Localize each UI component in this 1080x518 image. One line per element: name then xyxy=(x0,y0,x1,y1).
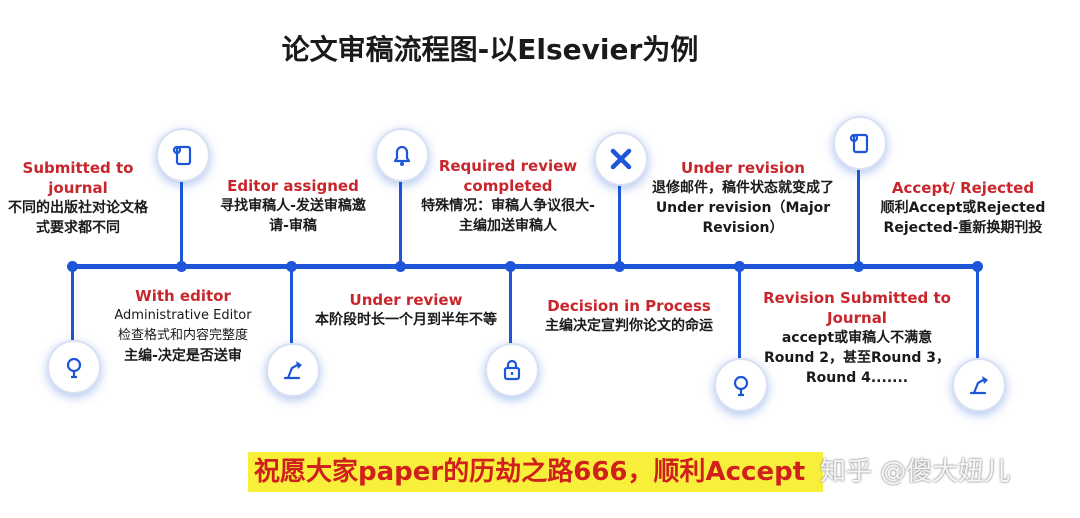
step-heading: Editor assigned xyxy=(227,177,359,195)
step-under-review: Under review 本阶段时长一个月到半年不等 xyxy=(312,290,500,330)
blessing-banner: 祝愿大家paper的历劫之路666，顺利Accept xyxy=(248,452,824,492)
step-description: 主编决定宣判你论文的命运 xyxy=(545,318,713,334)
step-icon-circle xyxy=(375,128,429,182)
timeline-stem xyxy=(738,268,741,358)
step-review-completed: Required review completed 特殊情况：审稿人争议很大-主… xyxy=(418,156,598,236)
step-heading: Submitted to journal xyxy=(22,159,134,197)
watermark: 知乎 @傻大妞儿 xyxy=(820,457,1011,487)
timeline-dot xyxy=(286,261,297,272)
timeline-stem xyxy=(290,268,293,343)
timeline-dot xyxy=(176,261,187,272)
timeline-dot xyxy=(505,261,516,272)
step-with-editor: With editor Administrative Editor 检查格式和内… xyxy=(108,286,258,366)
timeline-dot xyxy=(734,261,745,272)
step-heading: Under revision xyxy=(681,159,805,177)
step-icon-circle xyxy=(156,128,210,182)
lock-icon xyxy=(503,359,521,381)
step-icon-circle xyxy=(714,358,768,412)
desk-lamp-icon xyxy=(969,376,988,395)
lightbulb-icon xyxy=(733,375,749,397)
timeline-stem xyxy=(399,178,402,264)
step-heading: Revision Submitted to Journal xyxy=(763,289,951,327)
step-heading: With editor xyxy=(135,287,231,305)
step-accept-rejected: Accept/ Rejected 顺利Accept或Rejected Rejec… xyxy=(880,178,1046,238)
step-icon-circle xyxy=(47,340,101,394)
timeline-stem xyxy=(180,178,183,264)
step-heading: Under review xyxy=(349,291,463,309)
step-description: 检查格式和内容完整度 xyxy=(117,328,248,343)
step-decision-in-process: Decision in Process 主编决定宣判你论文的命运 xyxy=(528,296,730,336)
paper-roll-icon xyxy=(849,133,869,154)
timeline-stem xyxy=(976,268,979,358)
step-description: 顺利Accept或Rejected Rejected-重新换期刊投 xyxy=(880,200,1046,236)
step-heading: Required review completed xyxy=(438,157,578,195)
step-icon-circle xyxy=(594,132,648,186)
page-title: 论文审稿流程图-以Elsevier为例 xyxy=(281,33,699,66)
timeline-stem xyxy=(509,268,512,343)
step-description: Administrative Editor xyxy=(114,308,252,323)
step-description: accept或审稿人不满意Round 2，甚至Round 3，Round 4..… xyxy=(764,330,950,386)
lightbulb-icon xyxy=(66,357,82,379)
step-description: 退修邮件，稿件状态就变成了Under revision（Major Revisi… xyxy=(652,180,834,236)
step-editor-assigned: Editor assigned 寻找审稿人-发送审稿邀请-审稿 xyxy=(220,176,366,236)
step-revision-submitted: Revision Submitted to Journal accept或审稿人… xyxy=(758,288,956,388)
paper-roll-icon xyxy=(172,145,192,166)
bell-icon xyxy=(393,145,411,166)
step-heading: Decision in Process xyxy=(547,297,711,315)
step-heading: Accept/ Rejected xyxy=(891,179,1035,197)
step-description: 本阶段时长一个月到半年不等 xyxy=(315,312,497,328)
tools-cross-icon xyxy=(610,148,632,170)
step-description: 不同的出版社对论文格式要求都不同 xyxy=(8,200,148,236)
timeline-dot xyxy=(853,261,864,272)
timeline-stem xyxy=(618,182,621,264)
timeline-dot xyxy=(395,261,406,272)
timeline-stem xyxy=(857,166,860,264)
step-description: 特殊情况：审稿人争议很大-主编加送审稿人 xyxy=(421,198,595,234)
timeline-dot xyxy=(972,261,983,272)
step-icon-circle xyxy=(485,343,539,397)
step-icon-circle xyxy=(833,116,887,170)
step-description: 主编-决定是否送审 xyxy=(124,348,242,364)
step-description: 寻找审稿人-发送审稿邀请-审稿 xyxy=(220,198,366,234)
step-submitted: Submitted to journal 不同的出版社对论文格式要求都不同 xyxy=(2,158,154,238)
timeline-dot xyxy=(614,261,625,272)
step-icon-circle xyxy=(952,358,1006,412)
step-icon-circle xyxy=(266,343,320,397)
timeline-dot xyxy=(67,261,78,272)
timeline-stem xyxy=(71,268,74,340)
timeline-line xyxy=(72,264,978,269)
desk-lamp-icon xyxy=(283,361,302,380)
step-under-revision: Under revision 退修邮件，稿件状态就变成了Under revisi… xyxy=(640,158,846,238)
